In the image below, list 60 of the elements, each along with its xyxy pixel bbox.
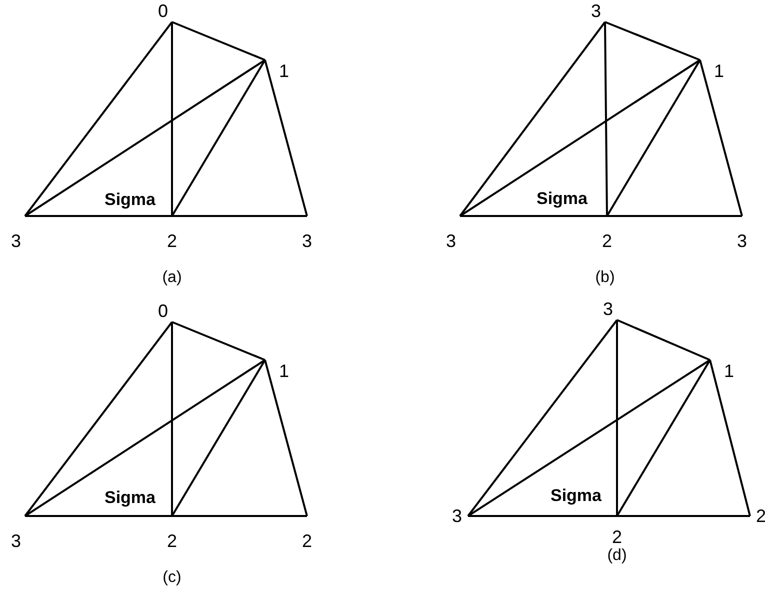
vertex-label: 2	[163, 216, 181, 252]
vertex-label: 0	[154, 300, 172, 322]
vertex-label: 3	[448, 505, 468, 527]
region-label: Sigma	[104, 190, 156, 210]
edge-line	[264, 60, 308, 216]
vertex-label: 2	[298, 516, 316, 552]
edge-line	[604, 21, 700, 61]
figure-caption: (b)	[595, 269, 615, 287]
edge-line	[468, 515, 617, 517]
edge-line	[459, 59, 701, 217]
edge-line	[24, 59, 266, 217]
edge-line	[606, 59, 701, 217]
vertex-label: 3	[298, 216, 316, 252]
vertex-label: 1	[700, 60, 728, 82]
edge-line	[709, 360, 751, 516]
edge-line	[172, 21, 266, 61]
vertex-label: 1	[710, 360, 738, 382]
edge-line	[607, 215, 742, 217]
edge-line	[617, 515, 750, 517]
edge-line	[264, 360, 308, 516]
region-label: Sigma	[104, 488, 156, 508]
figure-caption: (c)	[162, 569, 182, 587]
edge-line	[604, 22, 608, 216]
vertex-label: 3	[442, 216, 460, 252]
edge-line	[25, 515, 172, 517]
edge-line	[616, 320, 618, 516]
vertex-label: 2	[163, 516, 181, 552]
region-label: Sigma	[536, 189, 588, 209]
vertex-label: 3	[733, 216, 751, 252]
edge-line	[172, 515, 307, 517]
vertex-label: 2	[598, 216, 616, 252]
vertex-label: 3	[7, 216, 25, 252]
edge-line	[171, 322, 173, 516]
figure-caption: (d)	[607, 547, 627, 565]
vertex-label: 3	[587, 0, 605, 22]
edge-line	[459, 21, 606, 217]
edge-line	[171, 359, 266, 517]
edge-line	[24, 359, 266, 517]
edge-line	[616, 319, 710, 361]
edge-line	[172, 215, 307, 217]
edge-line	[25, 215, 172, 217]
vertex-label: 3	[7, 516, 25, 552]
vertex-label: 0	[154, 0, 172, 22]
edge-line	[467, 359, 711, 517]
edge-line	[24, 21, 173, 217]
vertex-label: 1	[265, 360, 293, 382]
edge-line	[616, 359, 711, 517]
edge-line	[171, 59, 266, 217]
edge-line	[172, 321, 266, 361]
vertex-label: 2	[608, 516, 626, 548]
region-label: Sigma	[550, 486, 602, 506]
edge-line	[699, 60, 743, 216]
edge-line	[460, 215, 607, 217]
vertex-label: 3	[599, 298, 617, 320]
vertex-label: 2	[750, 505, 765, 527]
edge-line	[171, 22, 173, 216]
edge-line	[467, 319, 618, 517]
figure-caption: (a)	[162, 269, 182, 287]
vertex-label: 1	[265, 60, 293, 82]
edge-line	[24, 321, 173, 517]
